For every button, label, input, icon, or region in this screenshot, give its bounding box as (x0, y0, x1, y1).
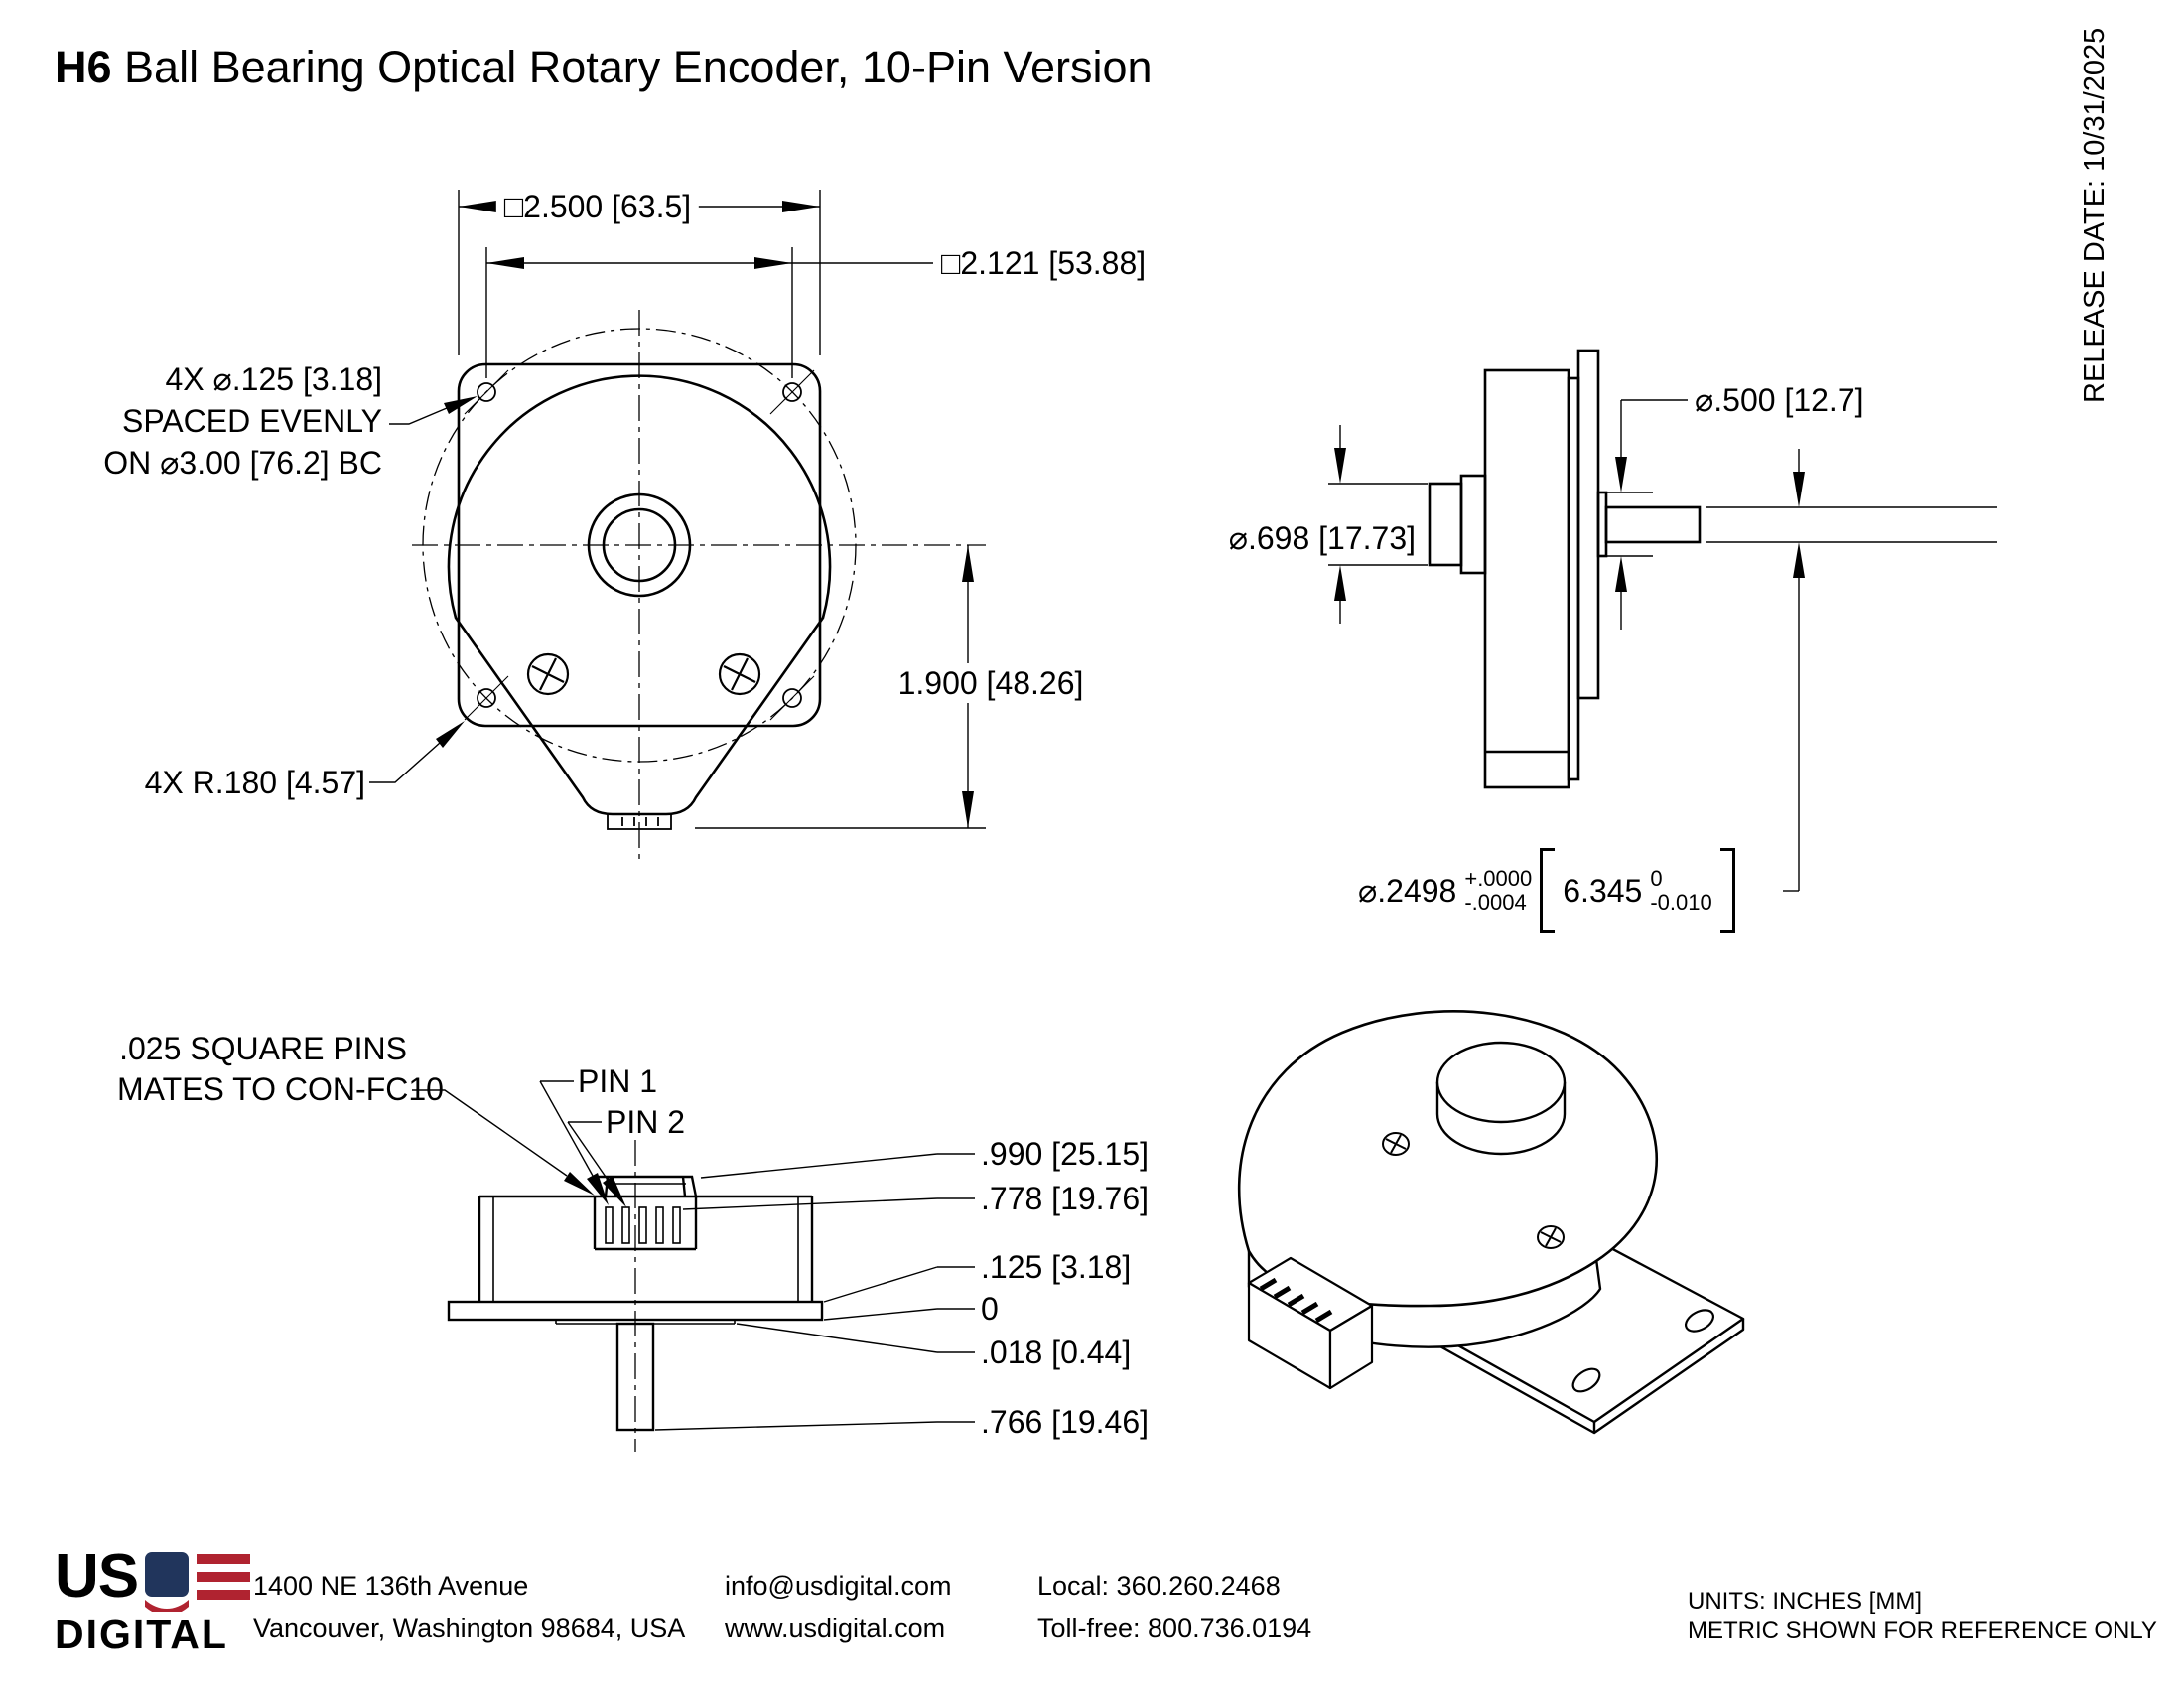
bracket-close (1719, 848, 1735, 933)
dim-shaft-diameter-tolerance: ⌀.2498 +.0000 -.0004 6.345 0 -0.010 (1358, 848, 1735, 933)
iso-body-top (1237, 1010, 1659, 1308)
pin1-label: PIN 1 (578, 1063, 658, 1099)
logo-us-text: US (55, 1542, 139, 1611)
logo-flag-icon (145, 1552, 251, 1612)
address-line2: Vancouver, Washington 98684, USA (253, 1614, 686, 1644)
footer-phones: Local: 360.260.2468 Toll-free: 800.736.0… (1037, 1565, 1311, 1650)
section-shaft (615, 1322, 655, 1432)
iso-connector (1247, 1256, 1374, 1390)
model-name: H6 (55, 42, 112, 92)
isometric-view-drawing (1237, 1010, 1745, 1435)
address-line1: 1400 NE 136th Avenue (253, 1571, 529, 1601)
phillips-screw-right (718, 652, 761, 696)
dim-hub-diameter: ⌀.698 [17.73] (1228, 520, 1416, 556)
iso-screw (1382, 1132, 1565, 1249)
page-title: H6 Ball Bearing Optical Rotary Encoder, … (55, 42, 1153, 93)
iso-boss (1435, 1041, 1567, 1124)
dim-datum-zero: 0 (981, 1291, 999, 1327)
shaft-dia-metric: 6.345 (1563, 872, 1643, 909)
phone-local: Local: 360.260.2468 (1037, 1571, 1281, 1601)
side-shaft (1604, 505, 1702, 544)
units-line2: METRIC SHOWN FOR REFERENCE ONLY (1688, 1618, 2157, 1644)
side-dimensions (1328, 399, 1997, 892)
dim-connector-top: .990 [25.15] (981, 1136, 1150, 1172)
dim-body-height: 1.900 [48.26] (889, 663, 1092, 703)
phillips-screw-left (526, 652, 570, 696)
shaft-dia-value: ⌀.2498 (1358, 873, 1457, 909)
front-view-drawing (369, 190, 986, 860)
mounting-holes (464, 369, 815, 721)
square-pins-note: .025 SQUARE PINS MATES TO CON-FC10 (117, 1031, 444, 1107)
iso-plate-hole (1684, 1309, 1715, 1333)
side-view-drawing (1328, 349, 1997, 892)
front-arrowheads (436, 201, 974, 828)
side-flange (1576, 349, 1600, 700)
bottom-arrowheads (564, 1172, 626, 1207)
side-connector (1428, 482, 1463, 567)
base-plate (447, 1300, 824, 1322)
front-dimensions (369, 190, 986, 829)
dim-step: .018 [0.44] (981, 1335, 1132, 1370)
dim-hole-spacing: □2.121 [53.88] (941, 245, 1147, 281)
shaft-dia-metric-tolerance-stack: 0 -0.010 (1650, 865, 1712, 914)
shaft-circle (602, 507, 677, 583)
release-date: RELEASE DATE: 10/31/2025 (2079, 27, 2111, 403)
holes-note: 4X ⌀.125 [3.18] SPACED EVENLY ON ⌀3.00 [… (103, 361, 382, 481)
units-line1: UNITS: INCHES [MM] (1688, 1588, 1923, 1615)
usdigital-logo: US DIGITAL (55, 1542, 251, 1658)
mounting-flange (457, 362, 822, 728)
bracket-open (1540, 848, 1556, 933)
dim-boss-diameter: ⌀.500 [12.7] (1695, 382, 1864, 418)
hub-circle (587, 492, 692, 598)
encoder-body (447, 374, 832, 816)
shaft-dia-tolerance-stack: +.0000 -.0004 (1464, 865, 1533, 914)
website-link[interactable]: www.usdigital.com (725, 1614, 946, 1644)
dim-shaft-length: .766 [19.46] (981, 1404, 1150, 1440)
dim-flange-width: □2.500 [63.5] (495, 187, 700, 226)
phone-tollfree: Toll-free: 800.736.0194 (1037, 1614, 1312, 1644)
email-link[interactable]: info@usdigital.com (725, 1571, 952, 1601)
connector-pins (605, 1206, 681, 1244)
footer-contact-web: info@usdigital.com www.usdigital.com (725, 1565, 952, 1650)
iso-connector-pins (1259, 1277, 1333, 1324)
footer-units-note: UNITS: INCHES [MM] METRIC SHOWN FOR REFE… (1688, 1587, 2157, 1646)
dim-plate-top: .125 [3.18] (981, 1249, 1132, 1285)
bottom-dimension-leaders (412, 1080, 975, 1431)
corner-radius-note: 4X R.180 [4.57] (144, 765, 365, 800)
dim-pin-top: .778 [19.76] (981, 1181, 1150, 1216)
footer-address: 1400 NE 136th Avenue Vancouver, Washingt… (253, 1565, 685, 1650)
connector-shroud (595, 1175, 698, 1198)
bottom-connector-tab (607, 813, 672, 830)
side-body (1483, 368, 1570, 789)
side-arrowheads (1334, 448, 1805, 601)
title-description: Ball Bearing Optical Rotary Encoder, 10-… (111, 42, 1153, 92)
logo-digital-text: DIGITAL (55, 1612, 228, 1657)
iso-plate-hole (1571, 1367, 1601, 1393)
bottom-view-drawing (412, 1080, 975, 1452)
pin2-label: PIN 2 (606, 1104, 686, 1140)
